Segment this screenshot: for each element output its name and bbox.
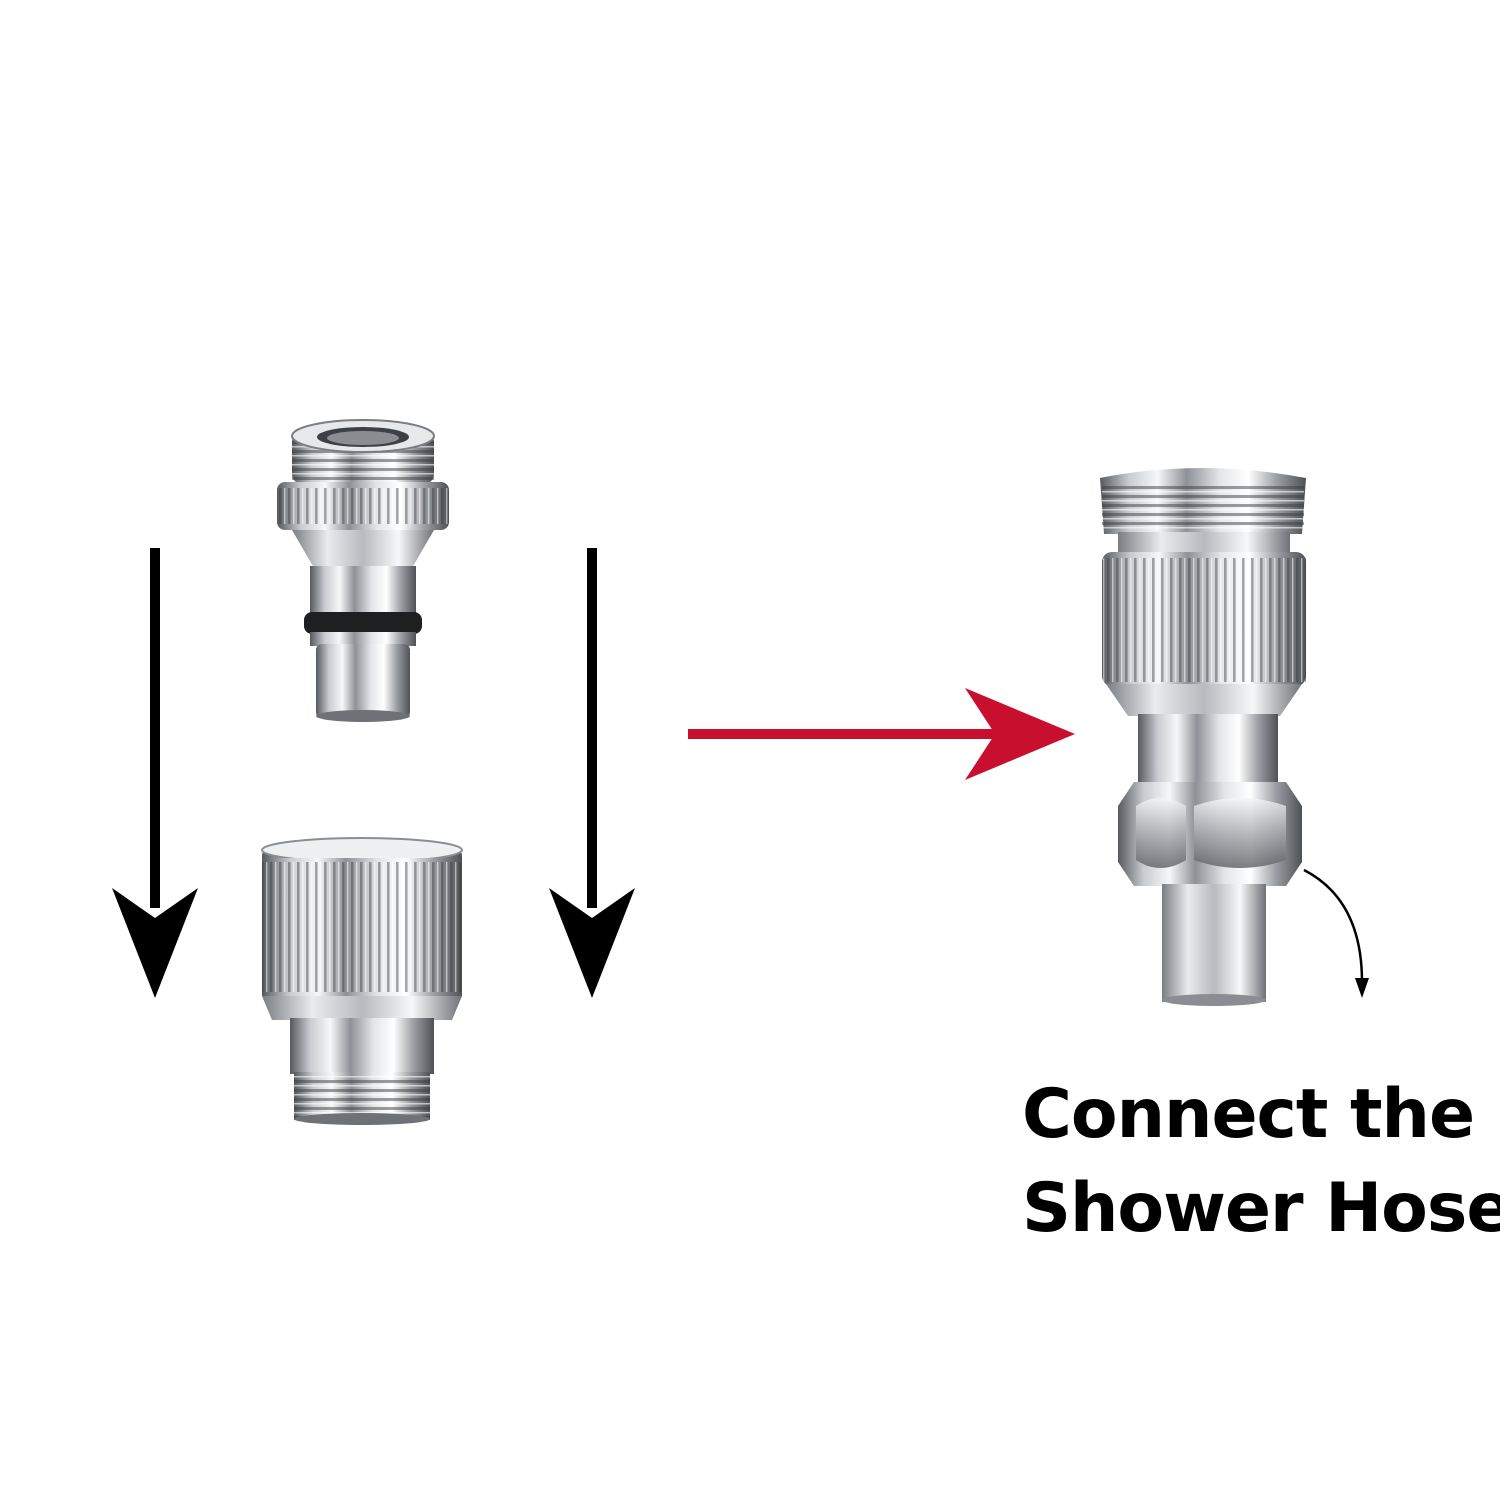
caption-line-2: Shower Hose: [1022, 1169, 1500, 1248]
right-arrow-icon: [688, 688, 1075, 780]
quick-connector-image: [277, 419, 449, 722]
caption-line-1: Connect the: [1022, 1075, 1475, 1154]
down-arrow-icon: [549, 548, 635, 998]
instruction-caption: Connect the Shower Hose: [1022, 1068, 1500, 1256]
assembled-fitting-image: [1100, 468, 1306, 1006]
curved-arrow-icon: [1303, 868, 1369, 998]
down-arrow-icon: [112, 548, 198, 998]
female-adapter-image: [261, 837, 463, 1125]
